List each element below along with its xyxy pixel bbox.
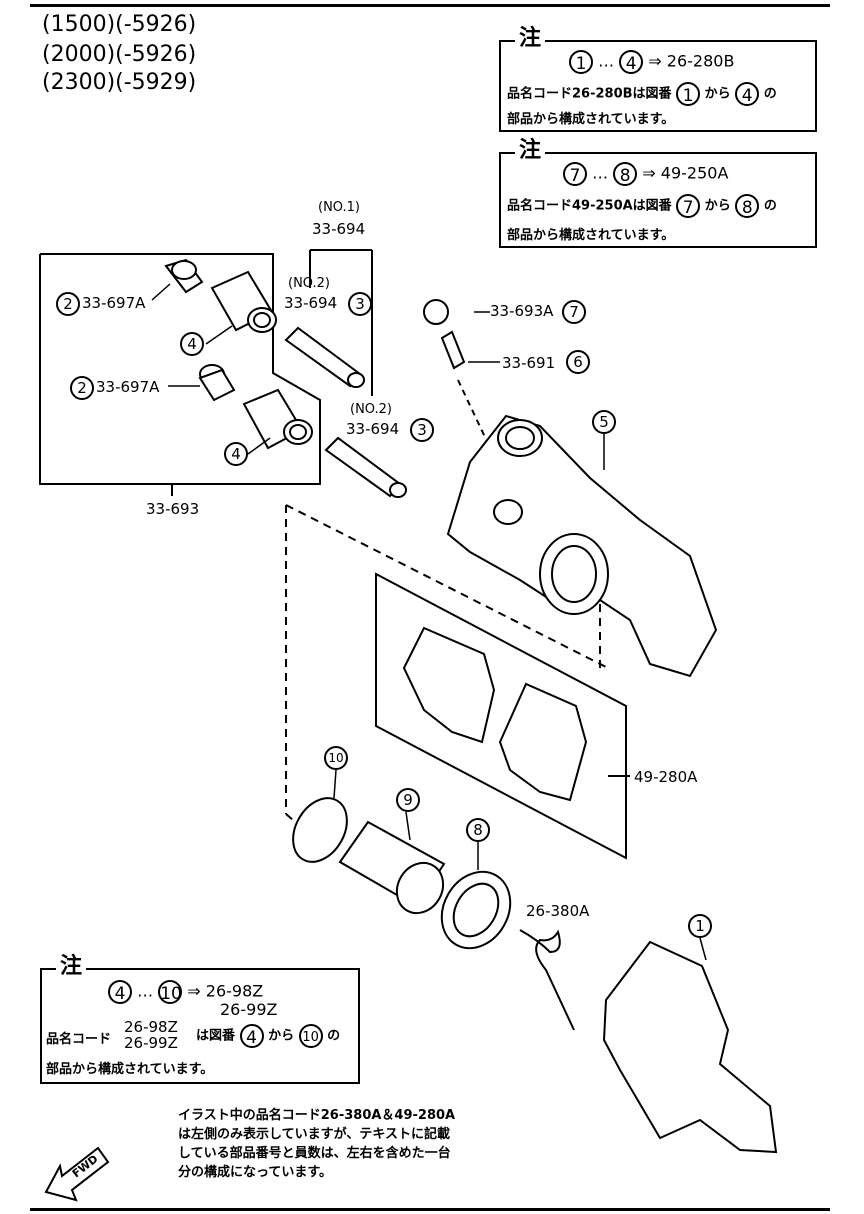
callout-ref: 7 <box>676 194 701 218</box>
note-box-1: 注 1 … 4 ⇒ 26-280B 品名コード26-280Bは図番 1 から 4… <box>499 28 817 132</box>
part-number-33-694-no1: 33-694 <box>312 220 366 238</box>
callout-6: 6 <box>566 350 590 374</box>
desc-mid: から <box>268 1028 295 1044</box>
callout-ref: 4 <box>108 980 132 1004</box>
note-box-2: 注 7 … 8 ⇒ 49-250A 品名コード49-250Aは図番 7 から 8… <box>499 140 817 248</box>
note-desc-code-b: 26-99Z <box>124 1034 178 1052</box>
arrow-symbol: ⇒ <box>187 981 201 1001</box>
callout-9: 9 <box>396 788 420 812</box>
note-description-end: 部品から構成されています。 <box>507 112 675 127</box>
part-number-33-693A: 33-693A <box>490 302 554 320</box>
note-title: 注 <box>56 956 87 978</box>
callout-ref: 4 <box>239 1024 264 1048</box>
note-target: 49-250A <box>660 163 729 183</box>
part-label-no2: (NO.2) <box>350 402 392 417</box>
note-description-end: 部品から構成されています。 <box>46 1062 214 1077</box>
note-desc-prefix: 品名コード <box>46 1032 112 1047</box>
part-label-no2: (NO.2) <box>288 276 330 291</box>
part-number-33-693: 33-693 <box>146 500 200 518</box>
note-title: 注 <box>515 28 546 50</box>
desc-mid: から <box>704 198 731 214</box>
part-number-33-694-no2: 33-694 <box>284 294 338 312</box>
callout-ref: 1 <box>676 82 701 106</box>
kit-boundary <box>39 253 321 485</box>
desc-suffix: の <box>763 86 777 102</box>
model-line-3: (2300)(-5929) <box>42 70 197 95</box>
desc-suffix: の <box>763 198 777 214</box>
callout-3: 3 <box>348 292 372 316</box>
note-description: 品名コード26-280Bは図番 1 から 4 の <box>507 82 777 106</box>
callout-10: 10 <box>324 746 348 770</box>
part-number-33-697A: 33-697A <box>96 378 160 396</box>
arrow-symbol: ⇒ <box>642 163 656 183</box>
desc-mid: は図番 <box>196 1028 236 1044</box>
footnote-line: 分の構成になっています。 <box>178 1165 333 1180</box>
callout-5: 5 <box>592 410 616 434</box>
model-line-2: (2000)(-5926) <box>42 42 197 67</box>
footnote-line: は左側のみ表示していますが、テキストに記載 <box>178 1127 450 1142</box>
desc-suffix: の <box>327 1028 341 1044</box>
model-line-1: (1500)(-5926) <box>42 12 197 37</box>
part-number-33-694-no2: 33-694 <box>346 420 400 438</box>
callout-ref: 4 <box>619 50 644 74</box>
callout-8: 8 <box>466 818 490 842</box>
part-number-26-380A: 26-380A <box>526 902 590 920</box>
desc-prefix: 品名コード49-250Aは図番 <box>507 198 672 214</box>
callout-3: 3 <box>410 418 434 442</box>
top-border <box>30 4 830 7</box>
note-target-b: 26-99Z <box>220 1000 278 1019</box>
note-range-line: 1 … 4 ⇒ 26-280B <box>569 50 734 74</box>
part-label-no1: (NO.1) <box>318 200 360 215</box>
note-target: 26-280B <box>666 51 735 71</box>
callout-2: 2 <box>70 376 94 400</box>
arrow-symbol: ⇒ <box>648 51 662 71</box>
note-range-line: 4 … 10 ⇒ 26-98Z <box>108 980 263 1004</box>
part-number-33-697A: 33-697A <box>82 294 146 312</box>
callout-ref: 10 <box>298 1024 323 1048</box>
note-description: 品名コード49-250Aは図番 7 から 8 の <box>507 194 777 218</box>
callout-ref: 1 <box>569 50 593 74</box>
footnote: イラスト中の品名コード26-380A＆49-280A は左側のみ表示していますが… <box>178 1106 455 1182</box>
part-number-49-280A: 49-280A <box>634 768 698 786</box>
desc-mid: から <box>704 86 731 102</box>
callout-ref: 4 <box>735 82 760 106</box>
callout-7: 7 <box>562 300 586 324</box>
part-number-33-691: 33-691 <box>502 354 556 372</box>
footnote-line: している部品番号と員数は、左右を含めた一台 <box>178 1146 451 1161</box>
fwd-arrow-icon <box>44 1146 110 1202</box>
callout-ref: 8 <box>735 194 760 218</box>
callout-ref: 7 <box>563 162 587 186</box>
note-title: 注 <box>515 140 546 162</box>
mounting-bracket-1 <box>602 940 778 1154</box>
note-target: 26-98Z <box>205 981 264 1001</box>
callout-ref: 10 <box>158 980 183 1004</box>
ellipsis: … <box>592 163 609 183</box>
note-box-3: 注 4 … 10 ⇒ 26-98Z 26-99Z 品名コード 26-98Z 26… <box>40 956 360 1084</box>
callout-ref: 8 <box>613 162 638 186</box>
note-range-line: 7 … 8 ⇒ 49-250A <box>563 162 728 186</box>
callout-4: 4 <box>180 332 204 356</box>
pad-set-plate <box>375 572 627 860</box>
note-desc-code-a: 26-98Z <box>124 1018 178 1036</box>
ellipsis: … <box>598 51 615 71</box>
note-description: は図番 4 から 10 の <box>196 1024 340 1048</box>
callout-1: 1 <box>688 914 712 938</box>
footnote-line: イラスト中の品名コード26-380A＆49-280A <box>178 1108 456 1123</box>
callout-4: 4 <box>224 442 248 466</box>
desc-prefix: 品名コード26-280Bは図番 <box>507 86 672 102</box>
bottom-border <box>30 1208 830 1211</box>
callout-2: 2 <box>56 292 80 316</box>
note-description-end: 部品から構成されています。 <box>507 228 675 243</box>
ellipsis: … <box>137 981 154 1001</box>
